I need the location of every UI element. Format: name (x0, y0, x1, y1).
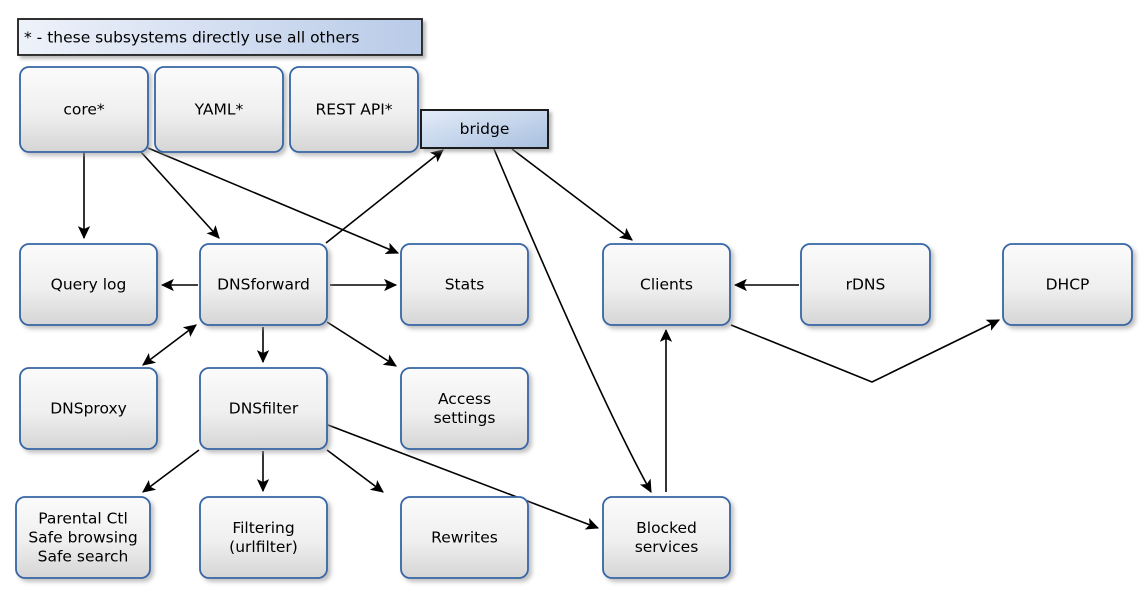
edge-dnsforward-dnsproxy (142, 324, 197, 366)
node-label-filtering: Filtering(urlfilter) (229, 519, 298, 556)
legend-box: * - these subsystems directly use all ot… (17, 18, 423, 56)
node-box-yaml[interactable] (154, 66, 284, 153)
node-label-rewrites: Rewrites (431, 528, 498, 546)
edge-dnsfilter-blocked (327, 424, 600, 530)
node-box-rewrites[interactable] (400, 496, 529, 579)
node-restapi[interactable]: REST API* (289, 66, 419, 153)
node-clients[interactable]: Clients (602, 243, 731, 326)
node-box-dnsproxy[interactable] (19, 367, 158, 450)
node-label-dnsfilter: DNSfilter (229, 399, 299, 417)
node-label-rdns: rDNS (846, 275, 886, 293)
edge-bridge-clients (511, 148, 633, 241)
node-label-yaml: YAML* (194, 100, 244, 118)
node-box-dnsforward[interactable] (199, 243, 328, 326)
legend-text: * - these subsystems directly use all ot… (24, 29, 359, 47)
edge-bridge-blocked (493, 148, 652, 493)
node-label-core: core* (63, 100, 105, 118)
node-rewrites[interactable]: Rewrites (400, 496, 529, 579)
node-core[interactable]: core* (19, 66, 149, 153)
node-box-blocked[interactable] (602, 496, 731, 579)
node-bridge[interactable]: bridge (420, 109, 549, 149)
node-box-stats[interactable] (400, 243, 529, 326)
node-dhcp[interactable]: DHCP (1002, 243, 1133, 326)
edge-layer (77, 147, 1001, 530)
node-label-bridge: bridge (460, 120, 510, 138)
node-querylog[interactable]: Query log (19, 243, 158, 326)
node-box-access[interactable] (400, 367, 529, 450)
node-label-restapi: REST API* (315, 100, 392, 118)
node-box-core[interactable] (19, 66, 149, 153)
node-dnsproxy[interactable]: DNSproxy (19, 367, 158, 450)
node-label-stats: Stats (445, 275, 485, 293)
node-label-dnsforward: DNSforward (217, 275, 310, 293)
node-box-parental[interactable] (15, 496, 151, 579)
node-box-filtering[interactable] (199, 496, 328, 579)
node-label-clients: Clients (640, 275, 693, 293)
node-label-dnsproxy: DNSproxy (50, 399, 127, 417)
node-label-dhcp: DHCP (1046, 275, 1090, 293)
node-box-querylog[interactable] (19, 243, 158, 326)
node-dnsforward[interactable]: DNSforward (199, 243, 328, 326)
edge-dnsforward-bridge (325, 149, 444, 244)
node-dnsfilter[interactable]: DNSfilter (199, 367, 328, 450)
node-box-restapi[interactable] (289, 66, 419, 153)
node-box-bridge[interactable] (420, 109, 549, 149)
legend-rect (17, 18, 423, 56)
node-box-rdns[interactable] (800, 243, 931, 326)
node-box-dhcp[interactable] (1002, 243, 1133, 326)
node-filtering[interactable]: Filtering(urlfilter) (199, 496, 328, 579)
edge-dnsfilter-parental (142, 449, 200, 493)
edge-dnsfilter-rewrites (326, 449, 384, 493)
edge-core-stats (147, 147, 400, 255)
edge-dnsforward-access (326, 321, 397, 367)
edge-core-dnsforward (140, 151, 220, 239)
node-rdns[interactable]: rDNS (800, 243, 931, 326)
node-box-clients[interactable] (602, 243, 731, 326)
node-box-dnsfilter[interactable] (199, 367, 328, 450)
node-label-querylog: Query log (51, 275, 127, 293)
edge-clients-dhcp (730, 319, 1001, 383)
node-stats[interactable]: Stats (400, 243, 529, 326)
node-yaml[interactable]: YAML* (154, 66, 284, 153)
